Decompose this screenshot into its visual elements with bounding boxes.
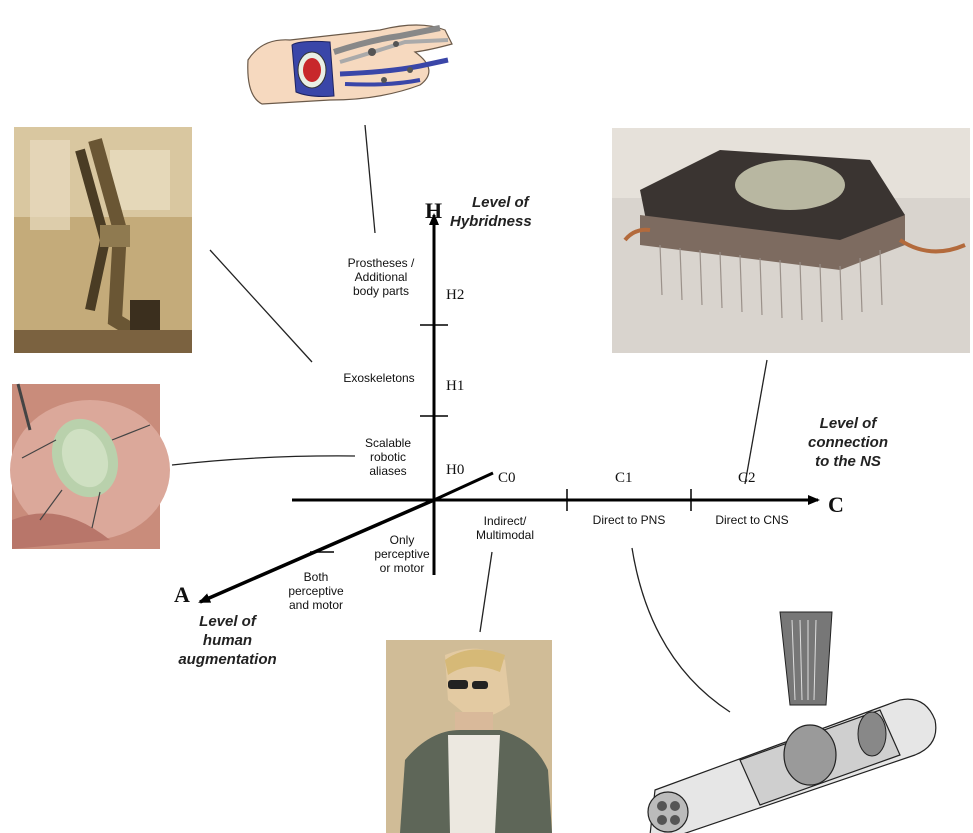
connector-cns <box>745 360 767 484</box>
a-axis-letter: A <box>174 582 190 608</box>
c1-tick-label: C1 <box>615 470 633 487</box>
c2-tick-label: C2 <box>738 470 756 487</box>
c-axis-title-line2: connection <box>793 433 903 452</box>
electrode-array-chip-photo <box>612 128 970 353</box>
a-level0-line1: Only <box>364 533 440 547</box>
a-level0-line3: or motor <box>364 561 440 575</box>
c-axis-title-line1: Level of <box>793 414 903 433</box>
c-level2-line1: Direct to CNS <box>697 513 807 527</box>
a-level-only-perceptive-or-motor: Only perceptive or motor <box>364 533 440 575</box>
h-level2-line3: body parts <box>336 284 426 298</box>
c-axis-title: Level of connection to the NS <box>793 414 903 471</box>
h-axis-letter: H <box>425 198 442 224</box>
c-level0-line1: Indirect/ <box>462 514 548 528</box>
c-level1-line1: Direct to PNS <box>574 513 684 527</box>
h1-tick-label: H1 <box>446 378 464 395</box>
h-level-prostheses: Prostheses / Additional body parts <box>336 256 426 298</box>
a-level-both-perceptive-and-motor: Both perceptive and motor <box>278 570 354 612</box>
h-level2-line1: Prostheses / <box>336 256 426 270</box>
person-with-glasses-photo <box>386 640 552 833</box>
h-level1-line1: Exoskeletons <box>334 371 424 385</box>
h-axis-title-line1: Level of <box>450 193 532 212</box>
h2-tick-label: H2 <box>446 287 464 304</box>
c-axis-title-line3: to the NS <box>793 452 903 471</box>
c-axis-letter: C <box>828 492 844 518</box>
a-axis-title-line3: augmentation <box>160 650 295 669</box>
c-level-direct-to-pns: Direct to PNS <box>574 513 684 527</box>
a-axis-title: Level of human augmentation <box>160 612 295 669</box>
a-level0-line2: perceptive <box>364 547 440 561</box>
h-level0-line3: aliases <box>350 464 426 478</box>
h-level0-line2: robotic <box>350 450 426 464</box>
connector-pns <box>632 548 730 712</box>
h-level2-line2: Additional <box>336 270 426 284</box>
a-axis-title-line1: Level of <box>160 612 295 631</box>
h-level-exoskeletons: Exoskeletons <box>334 371 424 385</box>
connector-exoskeleton <box>210 250 312 362</box>
robotic-bug-photo <box>10 384 170 549</box>
connector-robotic-alias <box>172 456 355 465</box>
nerve-cuff-electrode-illustration <box>648 612 936 833</box>
h-axis-title-line2: Hybridness <box>450 212 532 231</box>
c0-tick-label: C0 <box>498 470 516 487</box>
connector-indirect <box>480 552 492 632</box>
exoskeleton-leg-photo <box>14 127 192 353</box>
connector-prosthesis <box>365 125 375 233</box>
h-level-scalable-robotic-aliases: Scalable robotic aliases <box>350 436 426 478</box>
h-axis-title: Level of Hybridness <box>450 193 532 231</box>
a-level1-line2: perceptive <box>278 584 354 598</box>
c-level-direct-to-cns: Direct to CNS <box>697 513 807 527</box>
a-level1-line1: Both <box>278 570 354 584</box>
prosthetic-hand-illustration <box>238 4 460 117</box>
c-level0-line2: Multimodal <box>462 528 548 542</box>
h0-tick-label: H0 <box>446 462 464 479</box>
h-level0-line1: Scalable <box>350 436 426 450</box>
a-axis-title-line2: human <box>160 631 295 650</box>
a-level1-line3: and motor <box>278 598 354 612</box>
c-level-indirect-multimodal: Indirect/ Multimodal <box>462 514 548 542</box>
